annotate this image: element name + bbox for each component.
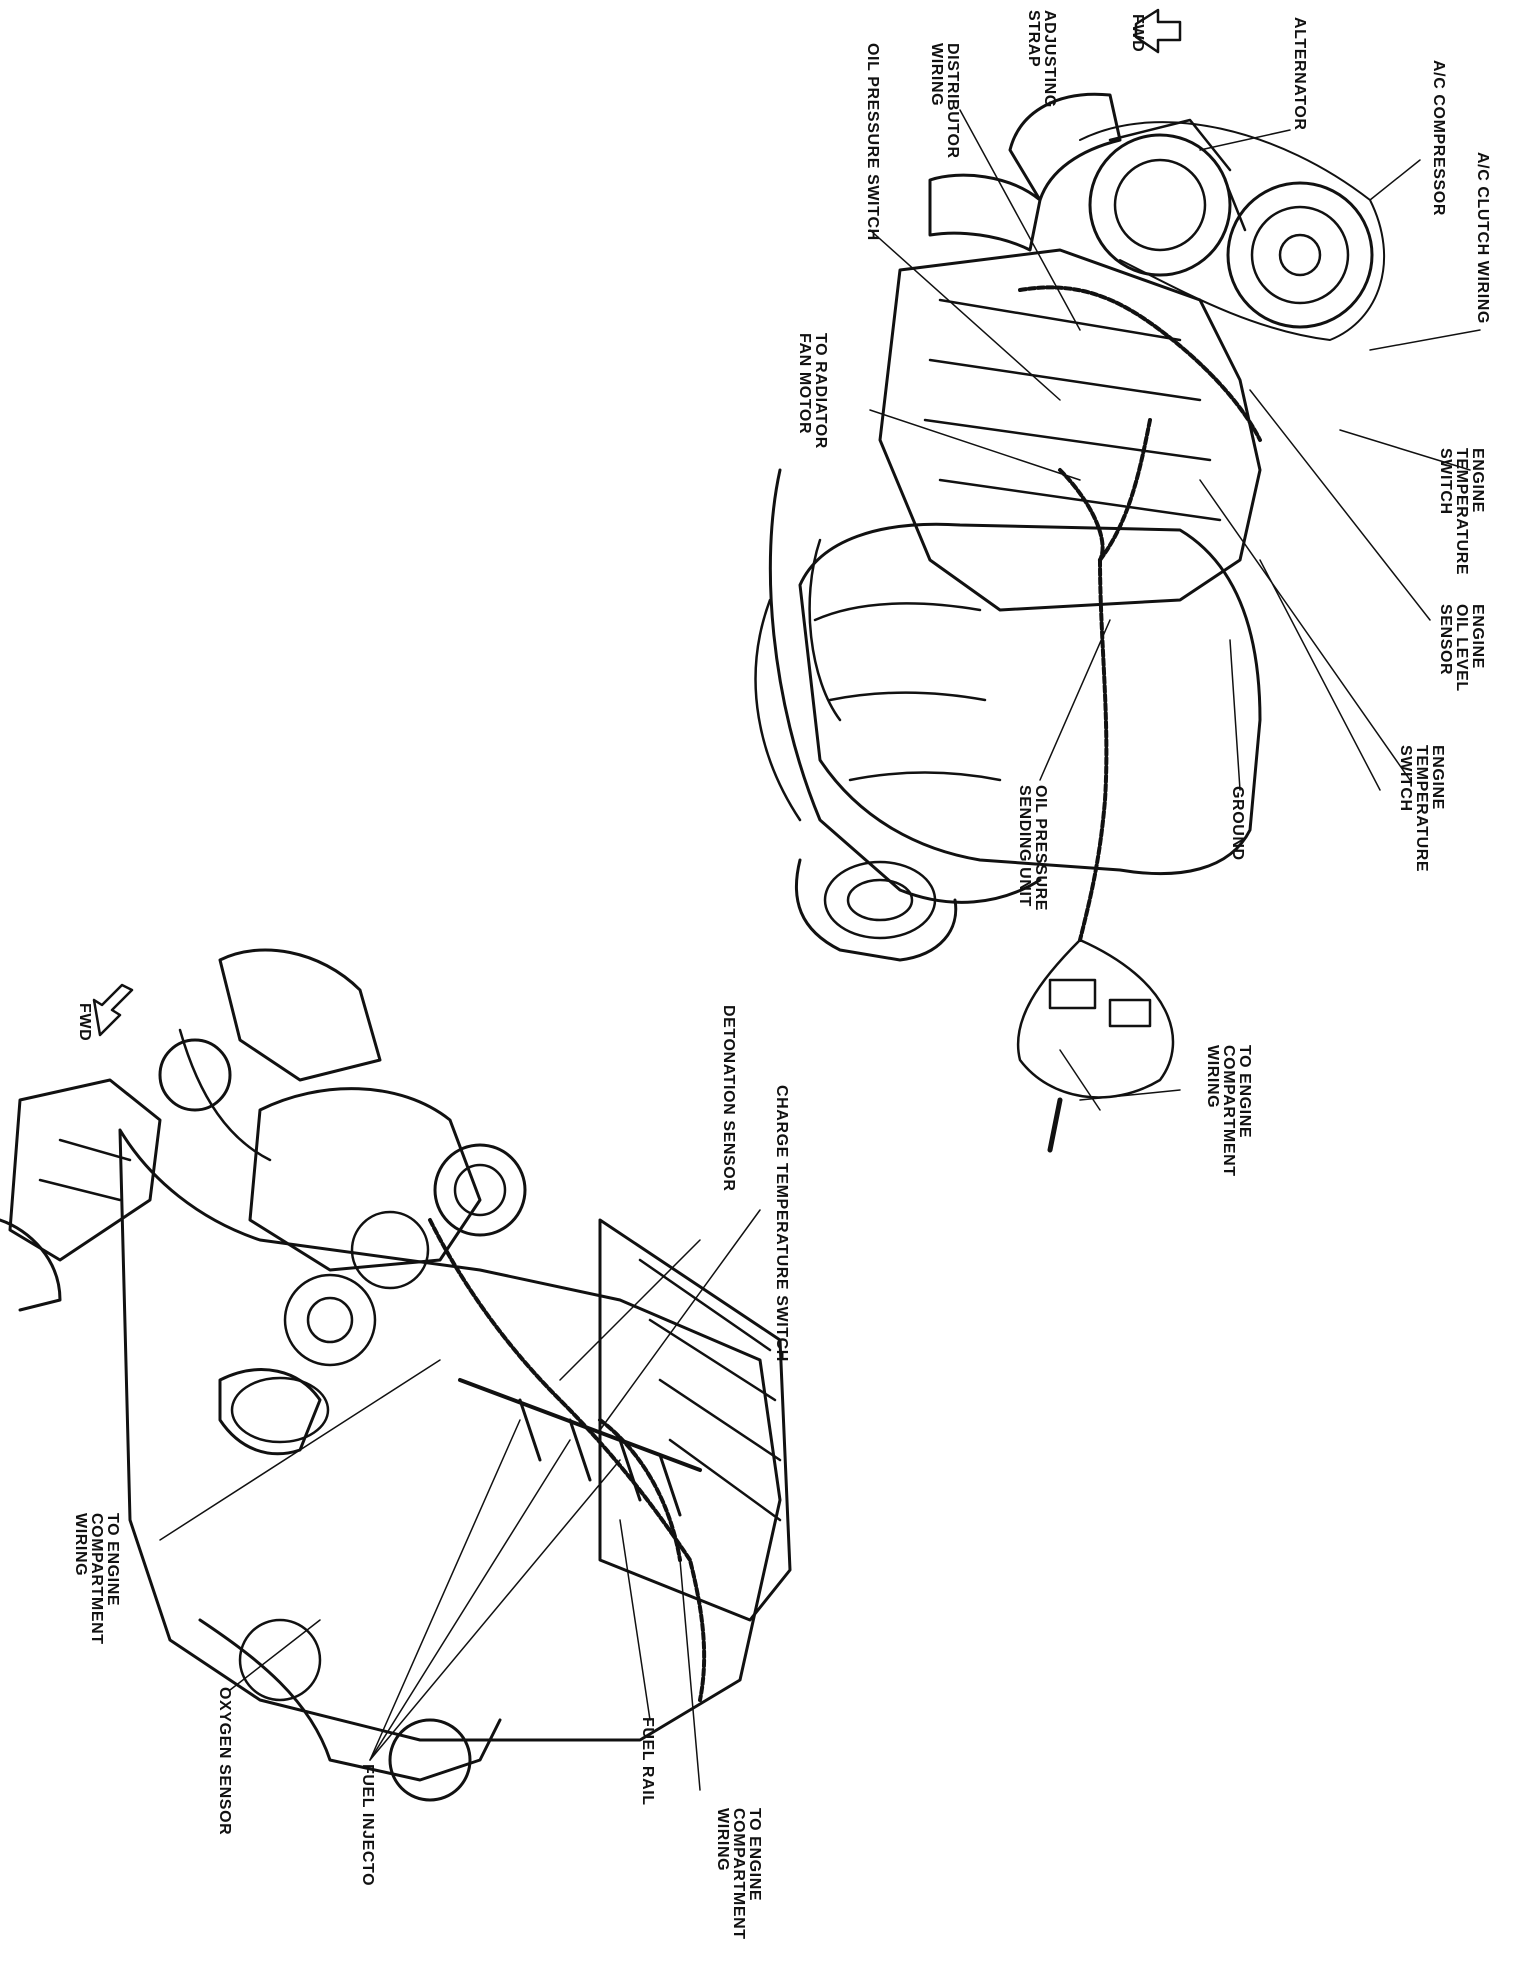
label-engine-oil-level-sensor: ENGINE OIL LEVEL SENSOR [1437, 604, 1486, 692]
label-engine-temperature-switch-lower: ENGINE TEMPERATURE SWITCH [1397, 745, 1446, 873]
label-to-engine-compartment-wiring-left: TO ENGINE COMPARTMENT WIRING [72, 1513, 121, 1645]
label-ground: GROUND [1229, 786, 1246, 861]
label-oil-pressure-sending-unit: OIL PRESSURE SENDING UNIT [1016, 785, 1049, 912]
label-adjusting-strap: ADJUSTING STRAP [1025, 10, 1058, 108]
top-engine-illustration [754, 8, 1481, 1153]
label-fuel-injectors: FUEL INJECTO [359, 1764, 376, 1887]
label-oil-pressure-switch: OIL PRESSURE SWITCH [864, 43, 881, 241]
label-to-engine-compartment-wiring-right: TO ENGINE COMPARTMENT WIRING [714, 1808, 763, 1940]
label-charge-temperature-switch: CHARGE TEMPERATURE SWITCH [773, 1085, 790, 1362]
label-engine-temperature-switch-upper: ENGINE TEMPERATURE SWITCH [1437, 448, 1486, 576]
label-alternator: ALTERNATOR [1291, 17, 1308, 131]
label-to-engine-compartment-wiring-top: TO ENGINE COMPARTMENT WIRING [1204, 1045, 1253, 1177]
label-ac-compressor: A/C COMPRESSOR [1430, 60, 1447, 216]
fwd-label-bottom: FWD [76, 1003, 93, 1042]
label-fuel-rail: FUEL RAIL [639, 1717, 656, 1806]
label-ac-clutch-wiring: A/C CLUTCH WIRING [1474, 152, 1491, 324]
label-detonation-sensor: DETONATION SENSOR [720, 1005, 737, 1192]
label-oxygen-sensor: OXYGEN SENSOR [216, 1687, 233, 1836]
label-to-radiator-fan-motor: TO RADIATOR FAN MOTOR [796, 333, 829, 449]
label-distributor-wiring: DISTRIBUTOR WIRING [928, 43, 961, 159]
fwd-label-top: FWD [1129, 14, 1146, 53]
bottom-engine-illustration [0, 948, 792, 1802]
